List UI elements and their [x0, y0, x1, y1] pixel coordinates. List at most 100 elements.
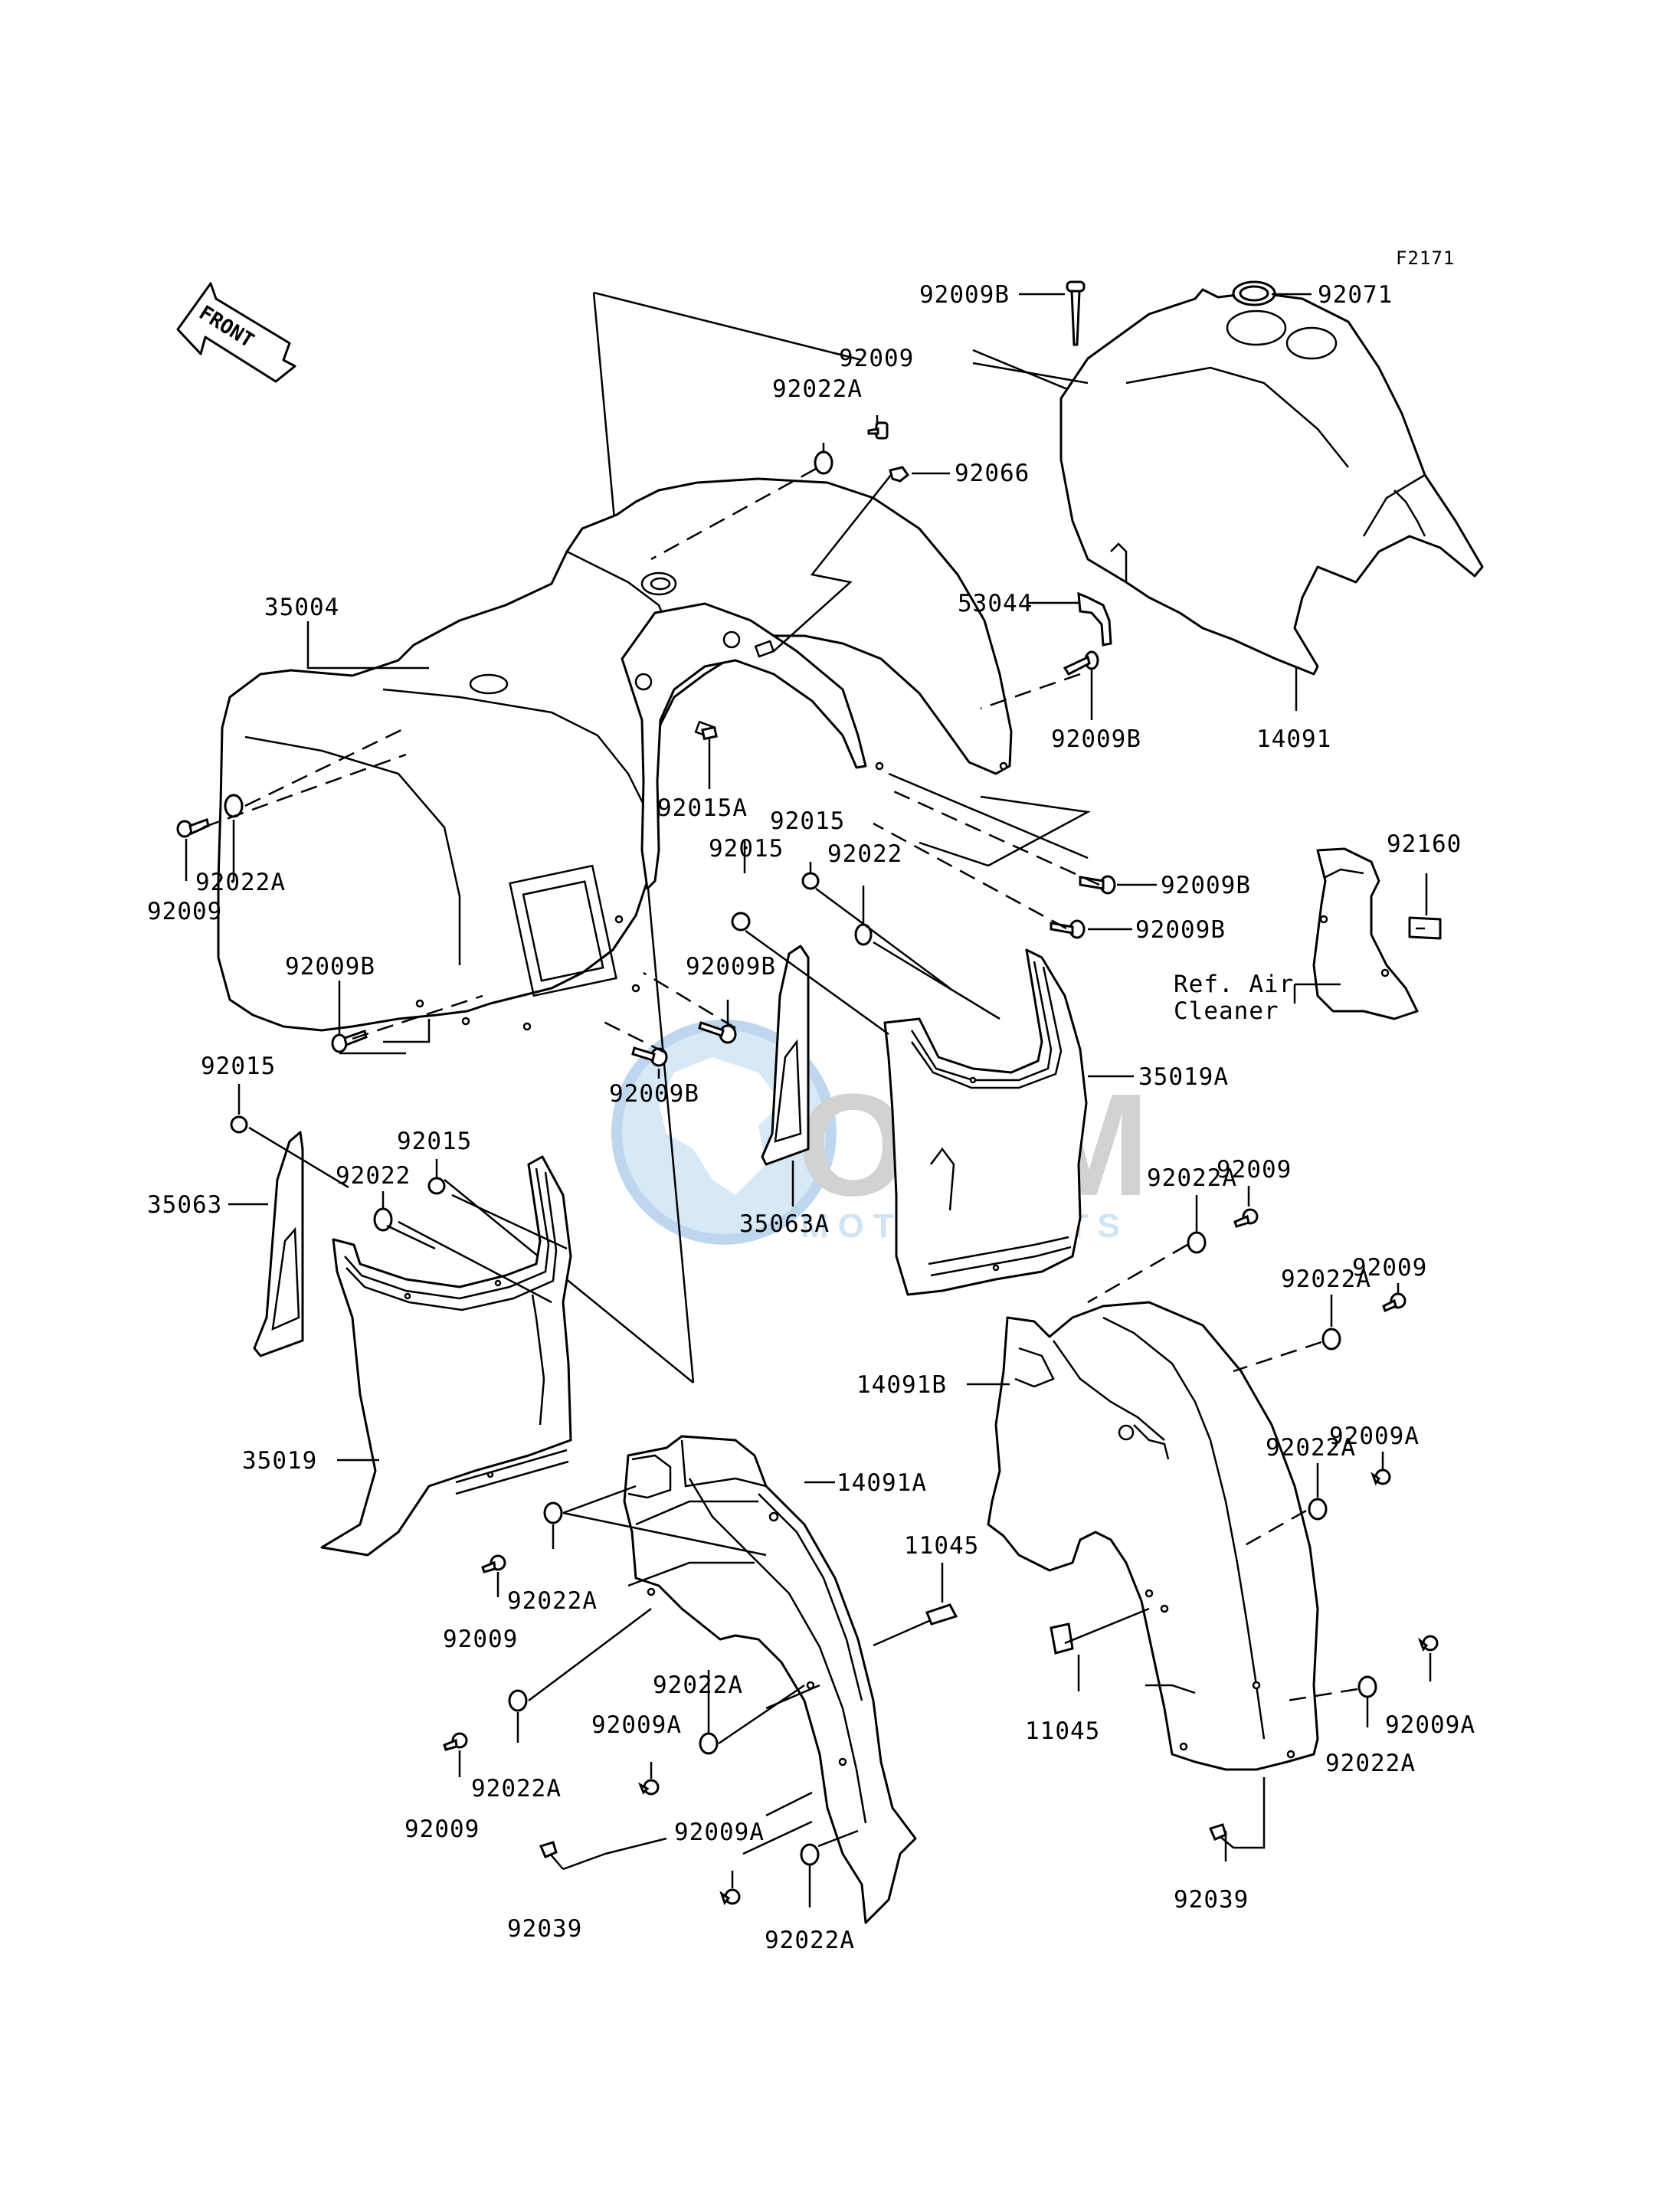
fender-bracket: [621, 602, 867, 890]
label-92022A-left: 92022A: [195, 869, 286, 896]
screw-92009B-mid2: [631, 1046, 668, 1067]
air-cleaner-ref: [1312, 847, 1419, 1020]
plate-35063: [253, 1131, 304, 1357]
label-14091: 14091: [1256, 725, 1331, 753]
front-arrow: FRONT: [176, 282, 296, 383]
label-35063: 35063: [147, 1191, 222, 1219]
nut-92015A: [701, 725, 718, 741]
screw-92009B-left: [331, 1030, 368, 1053]
label-53044: 53044: [958, 590, 1033, 617]
label-92009B-top: 92009B: [919, 281, 1010, 309]
label-ref-cleaner: Cleaner: [1174, 997, 1279, 1025]
clip-92039-l: [539, 1841, 564, 1870]
label-92009A-r2: 92009A: [1385, 1711, 1475, 1739]
label-92015A: 92015A: [657, 794, 748, 822]
screw-92009-bl: [481, 1554, 506, 1573]
screw-92009-r1: [1233, 1208, 1259, 1228]
rear-fender-35004: [217, 477, 1013, 1032]
label-92009A-r1: 92009A: [1329, 1423, 1420, 1450]
washer-92022A-r4: [1357, 1675, 1377, 1698]
label-92009A-bm: 92009A: [591, 1711, 682, 1739]
screw-92009A-r1: [1371, 1468, 1391, 1486]
washer-92022A-bm2: [800, 1843, 820, 1866]
cap-92066: [889, 466, 910, 483]
label-14091B: 14091B: [856, 1371, 947, 1399]
washer-92022A-r3: [1308, 1498, 1328, 1521]
screw-92009-r2: [1382, 1292, 1407, 1313]
label-92009-r2: 92009: [1352, 1254, 1427, 1282]
nut-92015-b: [731, 912, 751, 932]
screw-92009B-mid: [698, 1021, 737, 1044]
label-92022A-bm: 92022A: [653, 1671, 743, 1699]
tank-cover-14091: [1059, 288, 1484, 676]
label-35063A: 35063A: [739, 1210, 830, 1238]
label-ref-air: Ref. Air: [1174, 971, 1294, 998]
label-92015-a: 92015: [770, 807, 845, 835]
bolt-11045-b: [1050, 1622, 1074, 1655]
nut-92015-c: [427, 1177, 446, 1195]
front-arrow-icon: [176, 282, 296, 383]
label-92022A-bm2: 92022A: [765, 1927, 855, 1954]
label-92022-mid: 92022: [827, 840, 902, 868]
label-11045-a: 11045: [904, 1532, 979, 1560]
label-92022A-r3: 92022A: [1266, 1434, 1356, 1462]
watermark-continent-shape: [659, 1057, 781, 1195]
label-35004: 35004: [264, 594, 339, 621]
label-92022A-r4: 92022A: [1325, 1750, 1416, 1777]
clip-53044: [1077, 591, 1112, 647]
label-35019A: 35019A: [1138, 1063, 1229, 1091]
label-92009B-r1: 92009B: [1051, 725, 1141, 753]
screw-92009B-r3: [1050, 919, 1086, 939]
plate-35063A: [761, 945, 810, 1166]
label-92009B-r2: 92009B: [1161, 872, 1251, 899]
label-92009A-bm2: 92009A: [674, 1819, 765, 1846]
label-92015-c: 92015: [397, 1128, 472, 1155]
label-92009B-mid: 92009B: [686, 953, 776, 981]
label-11045-b: 11045: [1025, 1717, 1100, 1745]
washer-92022A-r2: [1321, 1328, 1341, 1351]
label-92022A-top: 92022A: [772, 375, 863, 403]
label-92015-left: 92015: [201, 1053, 276, 1080]
leader-lines: [185, 293, 1432, 1907]
label-92071: 92071: [1318, 281, 1393, 309]
washer-92022A-bl2: [508, 1689, 528, 1712]
bolt-11045-a: [873, 1603, 958, 1647]
screw-92009A-bm: [638, 1779, 660, 1796]
label-92009-bl: 92009: [443, 1626, 518, 1653]
label-92160: 92160: [1387, 830, 1462, 858]
screw-92009-top: [867, 421, 889, 440]
label-92009B-left: 92009B: [285, 953, 375, 981]
screw-92009B-r1: [1063, 650, 1099, 676]
label-92009-bl2: 92009: [404, 1816, 480, 1843]
screw-92009-left: [176, 818, 210, 838]
nut-92015-a: [801, 872, 820, 890]
flap-14091B: [987, 1301, 1319, 1771]
label-92039-l: 92039: [507, 1915, 582, 1943]
label-92039-r: 92039: [1174, 1886, 1249, 1914]
flap-14091A: [623, 1435, 917, 1924]
part-labels: 92009B 92071 92009 92022A 92066 35004 53…: [147, 281, 1475, 1954]
mud-guard-35019A: [883, 948, 1088, 1296]
screw-92009A-bm2: [719, 1888, 741, 1906]
figure-code: F2171: [1396, 247, 1455, 269]
hardware: [176, 280, 1439, 1906]
label-92022A-bl2: 92022A: [471, 1775, 562, 1802]
clip-92039-r: [1208, 1823, 1234, 1848]
label-92009-r1: 92009: [1217, 1156, 1292, 1184]
label-92022-left: 92022: [336, 1162, 411, 1190]
label-92009-left: 92009: [147, 898, 222, 925]
screw-92009B-r2: [1079, 875, 1116, 895]
nut-92015-left: [230, 1115, 248, 1134]
label-14091A: 14091A: [837, 1469, 927, 1497]
label-35019: 35019: [242, 1447, 317, 1475]
washer-92022A-bl1: [543, 1501, 563, 1524]
washer-92022A-bm: [699, 1732, 719, 1755]
screw-92009A-r2: [1417, 1635, 1439, 1652]
grommet-92071: [1232, 280, 1276, 306]
mud-guard-35019: [320, 1155, 572, 1557]
label-92022A-bl1: 92022A: [507, 1587, 598, 1615]
label-92015-b: 92015: [709, 835, 784, 863]
screw-92009-bl2: [443, 1732, 468, 1751]
label-92022A-r1: 92022A: [1147, 1164, 1237, 1192]
